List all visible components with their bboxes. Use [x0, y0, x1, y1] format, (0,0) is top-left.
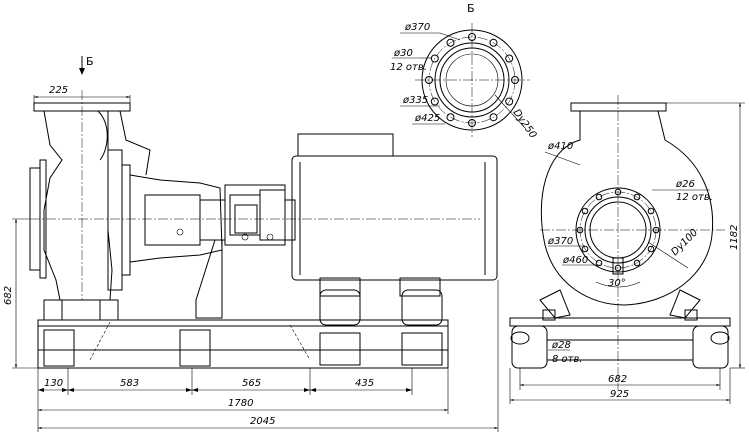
flange-view-label: Б: [467, 2, 475, 15]
flange-dim-d425: ø425: [414, 113, 440, 124]
pump-casing: 225: [29, 85, 480, 301]
side-dim-w925: 925: [610, 389, 629, 400]
electric-motor: [291, 133, 498, 297]
dim-seg-435: 435: [355, 378, 374, 389]
dim-height-682: 682: [3, 286, 14, 305]
side-dim-holes12: 12 отв.: [676, 192, 713, 203]
front-view: Б 225: [3, 55, 499, 432]
flange-dim-d335: ø335: [402, 95, 428, 106]
side-dim-dy100: Dy100: [669, 227, 700, 258]
bearing-frame: [107, 149, 226, 291]
side-dim-d26: ø26: [675, 179, 695, 190]
side-dim-d28: ø28: [551, 340, 571, 351]
dim-seg-565: 565: [242, 378, 261, 389]
flange-dim-d30: ø30: [393, 48, 413, 59]
flange-dim-holes12: 12 отв.: [390, 62, 427, 73]
flange-view: Б ø370 ø30 12 отв. ø335: [390, 2, 538, 141]
base-frame: [37, 239, 449, 369]
section-marker: Б: [79, 55, 94, 75]
dim-seg-583: 583: [120, 378, 139, 389]
side-dim-h1182: 1182: [729, 225, 740, 250]
side-dim-d460: ø460: [562, 255, 588, 266]
section-marker-label: Б: [86, 55, 94, 68]
dim-total-1780: 1780: [228, 398, 253, 409]
coupling: [224, 184, 296, 246]
side-dim-holes8: 8 отв.: [552, 354, 583, 365]
side-dim-d410: ø410: [547, 141, 573, 152]
side-bolt-holes: [576, 188, 660, 272]
flange-dim-dy250: Dy250: [511, 107, 539, 140]
flange-bolt-holes: [425, 33, 519, 127]
side-view: ø410 ø26 12 отв. ø370 ø460 Dy100 30° ø28…: [509, 95, 745, 404]
front-dimensions: 682 130 583 565 435 1780 2045: [3, 218, 499, 432]
side-dim-d370: ø370: [547, 236, 573, 247]
flange-dim-d370: ø370: [404, 22, 430, 33]
dim-flange-width: 225: [49, 85, 68, 96]
dim-total-2045: 2045: [250, 416, 275, 427]
side-dim-angle: 30°: [608, 278, 626, 289]
dim-seg-130: 130: [44, 378, 63, 389]
side-dim-w682: 682: [608, 374, 627, 385]
